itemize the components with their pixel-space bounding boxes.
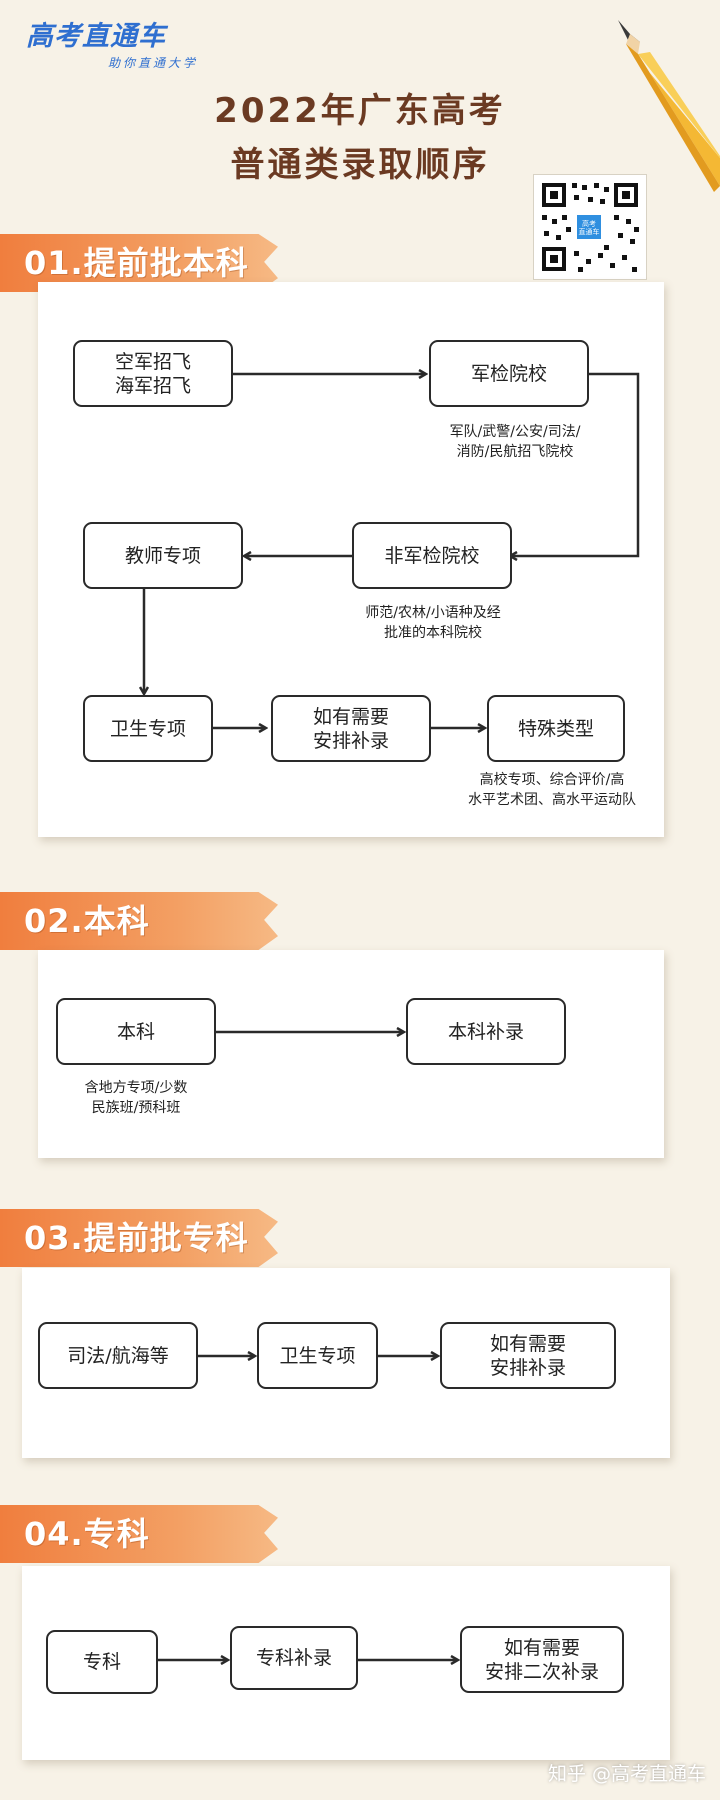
note-undergraduate: 含地方专项/少数 民族班/预科班	[84, 1080, 188, 1116]
section-03-arrows	[198, 1268, 670, 1458]
note-military-inspection-schools: 军队/武警/公安/司法/ 消防/民航招飞院校	[449, 424, 581, 460]
node-health-program: 卫生专项	[83, 695, 213, 762]
note-special-types: 高校专项、综合评价/高 水平艺术团、高水平运动队	[468, 772, 636, 808]
section-03-card: 司法/航海等 卫生专项 如有需要 安排补录	[22, 1268, 670, 1458]
node-undergraduate: 本科	[56, 998, 216, 1065]
section-02-arrows	[216, 950, 664, 1158]
node-air-navy-pilot: 空军招飞 海军招飞	[73, 340, 233, 407]
node-second-supplementary-admission: 如有需要 安排二次补录	[460, 1626, 624, 1693]
section-01-heading: 01.提前批本科	[24, 244, 249, 282]
brand-name: 高考直通车	[26, 21, 166, 52]
section-04-banner: 04.专科	[0, 1505, 278, 1563]
brand-slogan: 助你直通大学	[107, 56, 198, 70]
brand-logo: 高考直通车 助你直通大学	[26, 20, 206, 71]
node-supplementary-admission-junior: 如有需要 安排补录	[440, 1322, 616, 1389]
node-supplementary-admission: 如有需要 安排补录	[271, 695, 431, 762]
section-04-arrows	[158, 1566, 670, 1760]
node-junior-college: 专科	[46, 1630, 158, 1694]
qr-code-icon: 高考直通车	[533, 174, 647, 280]
section-03-banner: 03.提前批专科	[0, 1209, 278, 1267]
page-title-line2: 普通类录取顺序	[230, 145, 490, 185]
node-judicial-maritime: 司法/航海等	[38, 1322, 198, 1389]
node-undergraduate-supplement: 本科补录	[406, 998, 566, 1065]
section-02-card: 本科 含地方专项/少数 民族班/预科班 本科补录	[38, 950, 664, 1158]
section-03-heading: 03.提前批专科	[24, 1219, 249, 1257]
node-military-inspection-schools: 军检院校	[429, 340, 589, 407]
node-special-types: 特殊类型	[487, 695, 625, 762]
node-teacher-program: 教师专项	[83, 522, 243, 589]
section-02-heading: 02.本科	[24, 902, 150, 940]
section-04-heading: 04.专科	[24, 1515, 150, 1553]
node-health-program-junior: 卫生专项	[257, 1322, 378, 1389]
node-non-military-inspection-schools: 非军检院校	[352, 522, 512, 589]
section-04-card: 专科 专科补录 如有需要 安排二次补录	[22, 1566, 670, 1760]
pencil-icon	[618, 20, 720, 192]
section-02-banner: 02.本科	[0, 892, 278, 950]
node-junior-college-supplement: 专科补录	[230, 1626, 358, 1690]
section-01-card: 空军招飞 海军招飞 军检院校 军队/武警/公安/司法/ 消防/民航招飞院校 非军…	[38, 282, 664, 837]
note-non-military-inspection-schools: 师范/农林/小语种及经 批准的本科院校	[365, 605, 501, 641]
page-title-line1: 2022年广东高考	[214, 91, 506, 131]
zhihu-watermark: 知乎 @高考直通车	[547, 1763, 706, 1785]
section-01-arrows	[38, 282, 640, 837]
